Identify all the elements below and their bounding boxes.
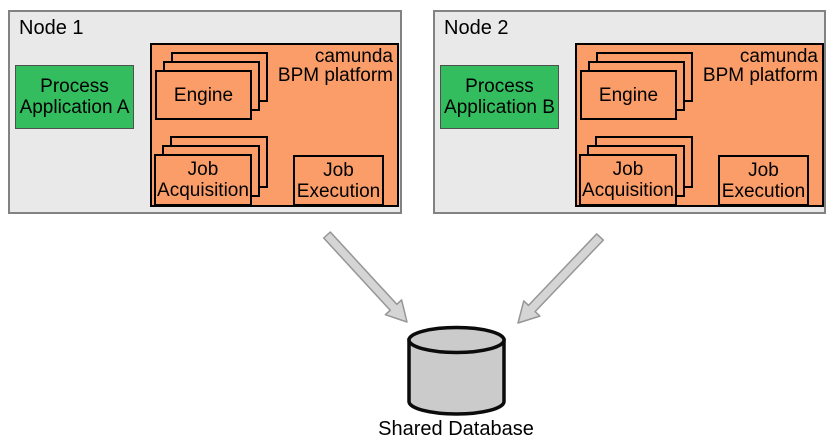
platform-label-line1: camunda [739, 46, 818, 67]
job-execution-box-1: Job Execution [293, 155, 384, 206]
job-execution-label-line1: Job [748, 159, 779, 181]
node-1-title: Node 1 [19, 17, 84, 39]
process-application-a-label-line2: Application A [19, 97, 130, 118]
platform-label-line2: BPM platform [277, 65, 393, 86]
node-1-panel: Node 1 Process Application A camunda BPM… [8, 10, 402, 214]
platform-label-line1: camunda [314, 46, 393, 67]
job-execution-box-2: Job Execution [718, 155, 809, 206]
node1-to-database-arrow-icon [322, 231, 408, 323]
job-acquisition-box: Job Acquisition [154, 154, 252, 206]
process-application-b-box: Process Application B [440, 65, 559, 129]
job-acquisition-label-line2: Acquisition [582, 180, 674, 201]
database-cylinder-top-icon [407, 325, 506, 355]
process-application-a-box: Process Application A [15, 65, 134, 129]
engine-box: Engine [580, 70, 677, 120]
engine-label: Engine [173, 84, 234, 106]
job-execution-label-line2: Execution [721, 180, 806, 202]
job-execution-label-line1: Job [323, 159, 354, 181]
job-acquisition-stack-1: Job Acquisition [152, 136, 270, 208]
camunda-bpm-platform-label-2: camunda BPM platform [703, 47, 818, 85]
shared-database-label: Shared Database [378, 418, 534, 440]
engine-box: Engine [155, 70, 252, 120]
camunda-bpm-platform-box-2: camunda BPM platform Engine Job Acquisit… [575, 43, 824, 207]
job-acquisition-label-line1: Job [187, 159, 219, 180]
database-cylinder-body-icon [407, 338, 506, 416]
engine-stack-1: Engine [153, 52, 270, 122]
job-acquisition-label-line2: Acquisition [157, 180, 249, 201]
job-execution-label-line2: Execution [296, 180, 381, 202]
job-acquisition-box: Job Acquisition [579, 154, 677, 206]
job-acquisition-label-line1: Job [612, 159, 644, 180]
node-2-panel: Node 2 Process Application B camunda BPM… [433, 10, 826, 214]
process-application-a-label-line1: Process [40, 76, 109, 97]
engine-label: Engine [598, 84, 659, 106]
camunda-bpm-platform-box-1: camunda BPM platform Engine Job Acquisit… [150, 43, 399, 207]
platform-label-line2: BPM platform [702, 65, 818, 86]
process-application-b-label-line1: Process [465, 76, 534, 97]
node-2-title: Node 2 [444, 17, 509, 39]
node2-to-database-arrow-icon [517, 233, 605, 324]
engine-stack-2: Engine [578, 52, 695, 122]
job-acquisition-stack-2: Job Acquisition [577, 136, 695, 208]
camunda-bpm-platform-label-1: camunda BPM platform [278, 47, 393, 85]
process-application-b-label-line2: Application B [444, 97, 555, 118]
